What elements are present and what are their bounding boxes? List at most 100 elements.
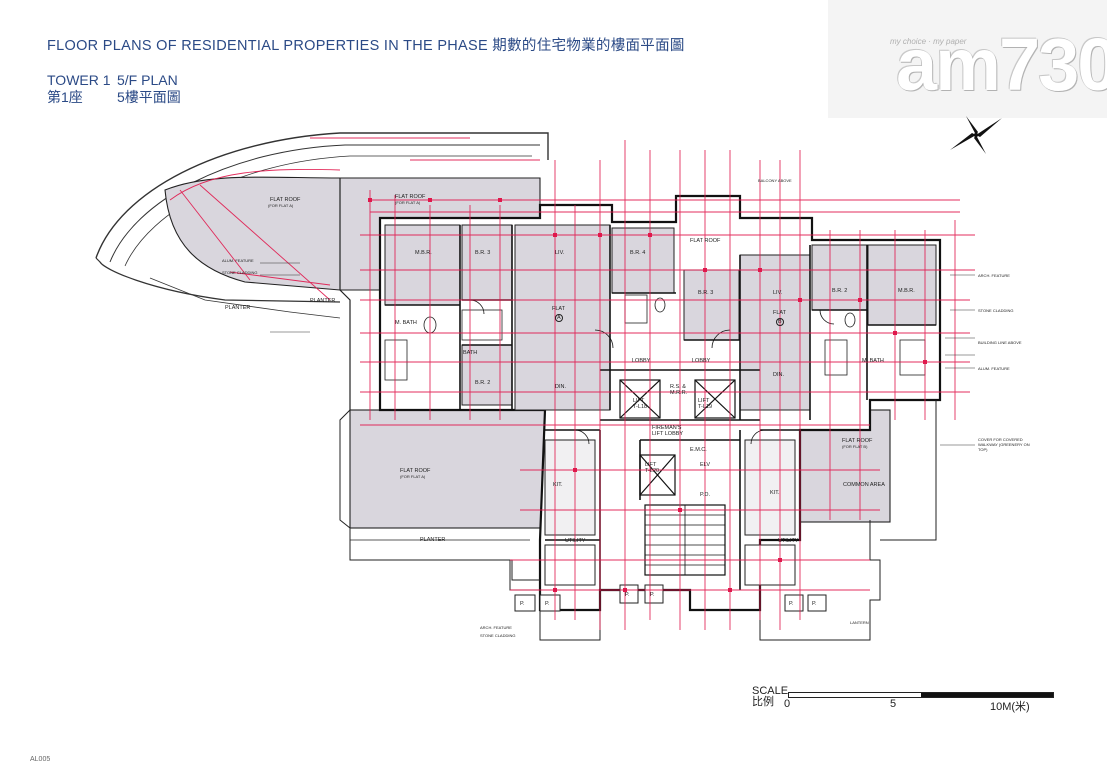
utility-b: [744, 544, 796, 586]
note-lantern: LANTERN: [850, 620, 869, 625]
label-flat-roof-a3-sub: (FOR FLAT A): [400, 474, 426, 479]
label-p-1: P.: [520, 601, 525, 607]
note-stone-cladding-right: STONE CLADDING: [978, 308, 1014, 313]
label-firemans-2: LIFT LOBBY: [652, 431, 684, 437]
flat-roof-a-bottom: [349, 409, 546, 529]
label-p-5: P.: [789, 601, 794, 607]
label-lobby-a: LOBBY: [632, 358, 651, 364]
note-stone-cladding-bottom: STONE CLADDING: [480, 633, 516, 638]
note-cover-walkway: COVER FOR COVERED WALKWAY (GREENERY ON T…: [978, 437, 1030, 452]
lift-shafts: [619, 379, 736, 496]
note-balcony-above: BALCONY ABOVE: [758, 178, 792, 183]
plan-subtitle: TOWER 1 5/F PLAN 第1座 5樓平面圖: [47, 72, 181, 106]
curved-planter-outline: [95, 132, 549, 259]
label-p-2: P.: [545, 601, 550, 607]
scale-tick-0: 0: [784, 698, 791, 710]
scale-tick-10: 10M(米): [990, 701, 1030, 713]
scale-label: SCALE 比例: [752, 686, 788, 708]
label-flat-b: FLAT: [773, 310, 787, 316]
label-lift3: LIFT: [645, 462, 657, 468]
scale-label-en: SCALE: [752, 685, 789, 697]
label-din-b: DIN.: [773, 372, 784, 378]
label-flat-roof-b-sub: (FOR FLAT B): [842, 444, 868, 449]
interior-walls: [385, 225, 936, 590]
tower-label-zh: 第1座: [47, 89, 83, 105]
label-din-a: DIN.: [555, 384, 566, 390]
note-alum-feature-right: ALUM. FEATURE: [978, 366, 1010, 371]
note-building-line: BUILDING LINE ABOVE: [978, 340, 1022, 345]
label-p-4: P.: [650, 592, 655, 598]
label-flat-roof-b: FLAT ROOF: [842, 438, 873, 444]
note-stone-cladding: STONE CLADDING: [222, 270, 258, 275]
flat-a-mbr: [384, 224, 461, 306]
label-flat-roof-a1: FLAT ROOF: [270, 197, 301, 203]
curved-roof-edge: [95, 257, 341, 303]
label-flat-roof-a2: FLAT ROOF: [395, 194, 426, 200]
kitchen-b: [744, 439, 796, 536]
label-br2-a: B.R. 2: [475, 380, 491, 386]
scale-bar: [788, 692, 1054, 698]
label-br3-a: B.R. 3: [475, 250, 491, 256]
label-lift2: LIFT: [698, 398, 710, 404]
note-arch-feature: ARCH. FEATURE: [978, 273, 1010, 278]
dimension-lines: [169, 137, 975, 630]
label-flat-roof-a2-sub: (FOR FLAT A): [395, 200, 421, 205]
lower-left-wall: [339, 409, 351, 529]
label-utility-b: UTILITY: [778, 538, 799, 544]
note-arch-feature-bottom: ARCH. FEATURE: [480, 625, 512, 630]
scale-tick-5: 5: [890, 698, 897, 710]
label-planter-mid: PLANTER: [225, 305, 251, 311]
label-flat-roof-c: FLAT ROOF: [690, 238, 721, 244]
label-bath-a: BATH: [463, 350, 478, 356]
label-br3-b: B.R. 3: [698, 290, 714, 296]
north-arrow-icon: [950, 116, 1002, 154]
label-p-6: P.: [812, 601, 817, 607]
label-flat-b-letter: B: [776, 318, 784, 326]
label-common-area: COMMON AREA: [843, 482, 885, 488]
page-number: AL005: [30, 756, 51, 763]
label-flat-roof-a1-sub: (FOR FLAT A): [268, 203, 294, 208]
label-rs-mrr2: M.R.R.: [670, 390, 688, 396]
label-lobby-b: LOBBY: [692, 358, 711, 364]
label-rs-mrr: R.S. &: [670, 384, 686, 390]
label-lift2-no: T-L19: [698, 404, 713, 410]
label-utility-a: UTILITY: [565, 538, 586, 544]
label-firemans: FIREMAN'S: [652, 425, 682, 431]
staircase: [644, 504, 726, 576]
am730-logo: am730: [896, 23, 1107, 106]
label-mbath-a: M. BATH: [395, 320, 417, 326]
plan-label-en: 5/F PLAN: [117, 72, 178, 88]
label-mbr-a: M.B.R.: [415, 250, 432, 256]
label-flat-roof-a3: FLAT ROOF: [400, 468, 431, 474]
label-br2-b: B.R. 2: [832, 288, 848, 294]
annotation-leaders: [260, 262, 975, 446]
right-stepped-outline-2: [880, 400, 937, 541]
label-lift1: LIFT: [633, 398, 645, 404]
logo-tagline: my choice · my paper: [890, 37, 967, 46]
curved-roof-edge2: [149, 277, 341, 319]
label-planter-top: PLANTER: [310, 298, 336, 304]
curved-planter-inner: [109, 144, 540, 263]
label-kit-b: KIT.: [770, 490, 780, 496]
label-flat-a: FLAT: [552, 306, 566, 312]
page-title: FLOOR PLANS OF RESIDENTIAL PROPERTIES IN…: [47, 38, 685, 54]
tower-label-en: TOWER 1: [47, 72, 111, 88]
utility-a: [544, 544, 596, 586]
label-pd: P.D.: [700, 492, 710, 498]
label-kit-a: KIT.: [553, 482, 563, 488]
right-stepped-outline: [759, 520, 881, 641]
label-mbath-b: M. BATH: [862, 358, 884, 364]
label-br4-a: B.R. 4: [630, 250, 646, 256]
kitchen-a: [544, 439, 596, 536]
label-p-3: P.: [625, 592, 630, 598]
left-wing-wall: [339, 178, 351, 410]
label-flat-a-letter: A: [555, 314, 563, 322]
label-mbr-b: M.B.R.: [898, 288, 915, 294]
plan-label-zh: 5樓平面圖: [117, 89, 181, 105]
label-elv: ELV: [700, 462, 710, 468]
label-liv-a: LIV.: [555, 250, 565, 256]
label-lift3-no: T-L20: [645, 468, 660, 474]
dimension-ticks: [368, 198, 927, 592]
